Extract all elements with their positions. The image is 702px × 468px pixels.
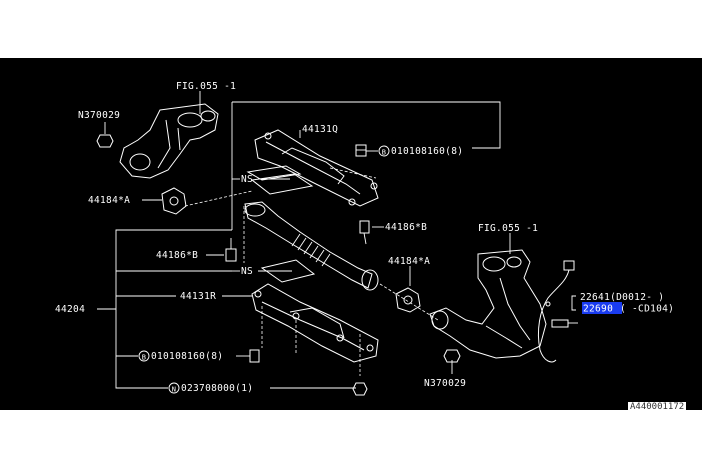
bolt-top	[355, 144, 367, 157]
nut-bottom	[352, 382, 368, 396]
insulator-lower	[260, 259, 316, 283]
label-n370029-bottom: N370029	[424, 378, 466, 389]
label-44186b-left: 44186*B	[156, 250, 198, 261]
highlight-22690	[582, 302, 622, 314]
label-sensor-22690-range: ( -CD104)	[620, 304, 674, 315]
gasket-a-left	[161, 187, 187, 215]
bolt-b-left	[225, 238, 237, 262]
label-fig-right: FIG.055 -1	[478, 223, 538, 234]
label-nut-bottom: 023708000(1)	[181, 383, 253, 394]
label-ns-bottom: NS	[241, 266, 253, 277]
label-bolt-bottom: 010108160(8)	[151, 351, 223, 362]
label-gasket-a-right: 44184*A	[388, 256, 430, 267]
drawing-code: A440001172	[628, 402, 687, 412]
nut-bottom-right	[443, 349, 461, 363]
label-44131r: 44131R	[180, 291, 216, 302]
label-n370029-top: N370029	[78, 110, 120, 121]
label-sensor-22641: 22641(D0012- )	[580, 292, 664, 303]
label-44131q: 44131Q	[302, 124, 338, 135]
oxygen-sensor	[537, 260, 578, 363]
leader-lines	[97, 91, 576, 389]
label-fig-top: FIG.055 -1	[176, 81, 236, 92]
label-bolt-top: 010108160(8)	[391, 146, 463, 157]
circle-b-bottom	[138, 350, 150, 362]
label-sensor-22690-code: 22690	[583, 304, 613, 315]
label-ns-top: NS	[241, 174, 253, 185]
heat-shield-upper	[254, 129, 379, 207]
heat-shield-lower	[251, 283, 379, 363]
bolt-b-right	[359, 220, 370, 245]
circle-n-bottom-letter: N	[172, 386, 177, 394]
label-gasket-a-left: 44184*A	[88, 195, 130, 206]
gasket-a-right	[395, 287, 421, 313]
parts-diagram: B B N FIG.055 -1 N370029 44131Q 01010816…	[0, 58, 702, 410]
exhaust-diagram-svg: B B N FIG.055 -1 N370029 44131Q 01010816…	[55, 81, 674, 396]
label-44186b-right: 44186*B	[385, 222, 427, 233]
circle-b-bottom-letter: B	[142, 354, 147, 362]
manifold-right	[429, 249, 547, 359]
manifold-left	[119, 103, 219, 179]
insulator-upper	[246, 165, 314, 195]
front-pipe	[244, 201, 379, 291]
bolt-bottom	[249, 349, 260, 363]
circle-b-top-letter: B	[382, 149, 387, 157]
label-44204: 44204	[55, 304, 85, 315]
circle-b-top	[378, 145, 390, 157]
nut-top	[96, 134, 114, 148]
circle-n-bottom	[168, 382, 180, 394]
